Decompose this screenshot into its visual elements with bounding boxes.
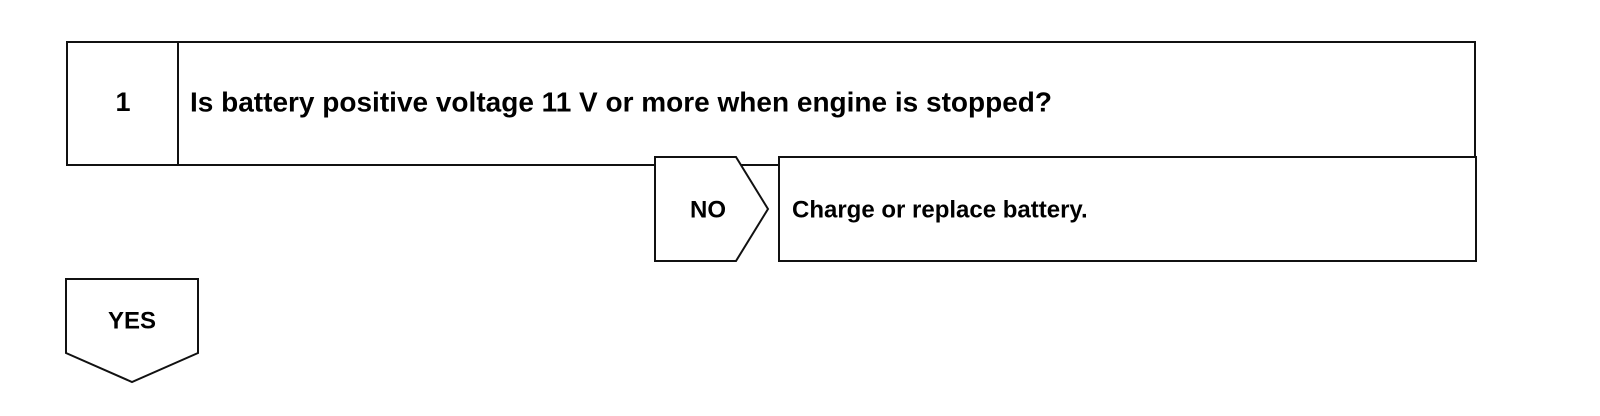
no-arrow-tag	[654, 156, 770, 262]
yes-branch: YES	[65, 278, 199, 384]
yes-arrow-tag	[65, 278, 199, 384]
step-number: 1	[115, 87, 130, 117]
no-label: NO	[690, 196, 726, 223]
no-branch: NO	[654, 156, 770, 262]
action-text: Charge or replace battery.	[792, 196, 1088, 223]
no-action-box: Charge or replace battery.	[778, 156, 1477, 262]
step-question-box: 1 Is battery positive voltage 11 V or mo…	[66, 41, 1476, 166]
yes-label: YES	[108, 307, 156, 334]
action-box-outline	[778, 156, 1477, 262]
step-question: Is battery positive voltage 11 V or more…	[190, 86, 1052, 117]
step-box-outline	[66, 41, 1476, 166]
